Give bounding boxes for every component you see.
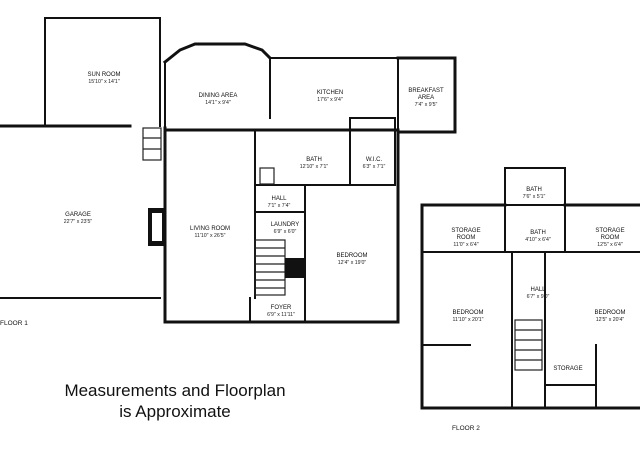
storage-mid-label: STORAGE bbox=[553, 366, 582, 372]
bedroom-dims: 12'4" x 19'0" bbox=[338, 260, 367, 266]
bath-upper-dims: 7'6" x 5'1" bbox=[523, 194, 546, 200]
foyer-dims: 6'9" x 11'11" bbox=[267, 312, 295, 318]
wic-label: W.I.C. bbox=[366, 157, 383, 163]
storage-right-label: STORAGE bbox=[595, 228, 624, 234]
hall-dims: 7'1" x 7'4" bbox=[268, 203, 291, 209]
sun-room-dims: 15'10" x 14'1" bbox=[88, 79, 119, 85]
storage-right-label-2: ROOM bbox=[601, 235, 620, 241]
hall-label: HALL bbox=[271, 196, 287, 202]
breakfast-area-label-1: BREAKFAST bbox=[408, 88, 444, 94]
living-room-dims: 11'10" x 26'5" bbox=[195, 233, 226, 239]
wic-dims: 6'3" x 7'1" bbox=[363, 164, 386, 170]
floor-2-tag: FLOOR 2 bbox=[452, 425, 480, 432]
caption-line-1: Measurements and Floorplan bbox=[64, 381, 286, 400]
garage-dims: 22'7" x 23'5" bbox=[64, 219, 93, 225]
bedroom-left-label: BEDROOM bbox=[452, 310, 483, 316]
laundry-dims: 6'9" x 6'0" bbox=[274, 229, 297, 235]
kitchen-dims: 17'6" x 9'4" bbox=[317, 97, 343, 103]
storage-left-label: STORAGE bbox=[451, 228, 480, 234]
breakfast-area-dims: 7'4" x 9'5" bbox=[415, 102, 438, 108]
floor-2-plan bbox=[420, 167, 640, 410]
caption-line-2: is Approximate bbox=[119, 402, 231, 421]
bottom-walls bbox=[163, 297, 400, 324]
middle-walls bbox=[163, 117, 400, 324]
breakfast-area-label-2: AREA bbox=[418, 95, 434, 101]
bedroom-right-label: BEDROOM bbox=[594, 310, 625, 316]
floor-1-plan bbox=[0, 17, 457, 324]
hall-2-dims: 6'7" x 9'0" bbox=[527, 294, 550, 300]
upper-walls bbox=[162, 42, 457, 134]
storage-left-dims: 11'0" x 6'4" bbox=[453, 242, 478, 248]
garage-label: GARAGE bbox=[65, 212, 91, 218]
approximate-caption: Measurements and Floorplan is Approximat… bbox=[25, 380, 325, 422]
storage-right-dims: 12'5" x 6'4" bbox=[597, 242, 623, 248]
storage-left-label-2: ROOM bbox=[457, 235, 476, 241]
kitchen-label: KITCHEN bbox=[317, 90, 343, 96]
sun-room-label: SUN ROOM bbox=[88, 72, 121, 78]
bath-label: BATH bbox=[306, 157, 322, 163]
bath-lower-dims: 4'10" x 6'4" bbox=[525, 237, 551, 243]
living-room-label: LIVING ROOM bbox=[190, 226, 230, 232]
dining-area-label: DINING AREA bbox=[199, 93, 238, 99]
floor-1-tag: FLOOR 1 bbox=[0, 320, 28, 327]
bath-dims: 12'10" x 7'1" bbox=[300, 164, 329, 170]
bedroom-right-dims: 12'5" x 20'4" bbox=[596, 317, 625, 323]
sun-room-walls bbox=[44, 17, 161, 127]
bath-upper-label: BATH bbox=[526, 187, 542, 193]
bath-lower-label: BATH bbox=[530, 230, 546, 236]
dining-area-dims: 14'1" x 9'4" bbox=[205, 100, 231, 106]
foyer-label: FOYER bbox=[271, 305, 292, 311]
bedroom-label: BEDROOM bbox=[336, 253, 367, 259]
bedroom-left-dims: 11'10" x 20'1" bbox=[453, 317, 484, 323]
stairs-floor1 bbox=[254, 239, 305, 296]
laundry-label: LAUNDRY bbox=[271, 222, 300, 228]
garage-walls bbox=[0, 124, 167, 324]
hall-2-label: HALL bbox=[530, 287, 546, 293]
